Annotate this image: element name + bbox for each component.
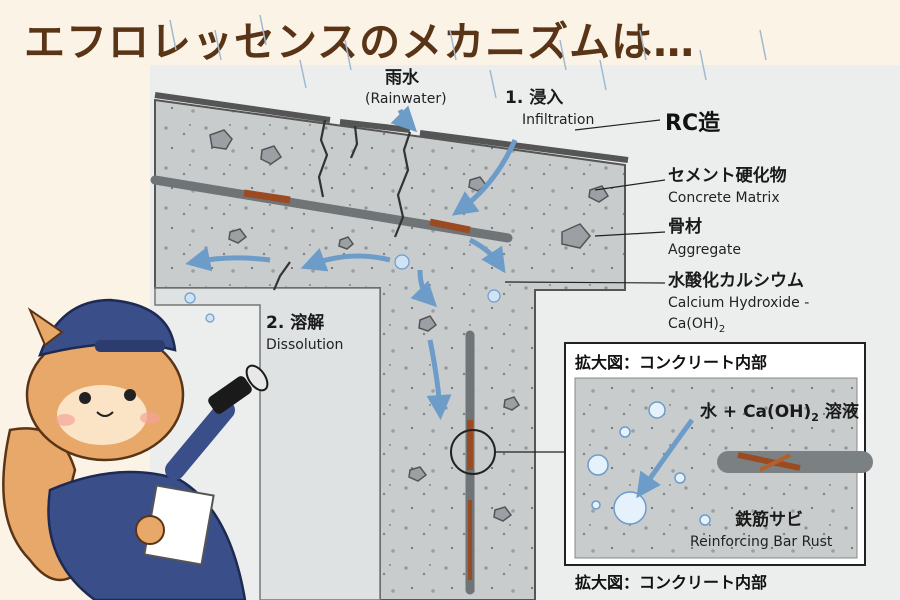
room-opening [154,287,381,600]
calcium-hydroxide-label-en: Calcium Hydroxide - [668,295,809,311]
rebar-rust-label-en: Reinforcing Bar Rust [690,534,833,550]
rebar-rust-label-jp: 鉄筋サビ [735,509,803,530]
dissolution-label-en: Dissolution [266,337,343,353]
rainwater-label-en: (Rainwater) [365,91,447,107]
water-flow-arrows [185,105,518,420]
inset-solution-label: 水 + Ca(OH)2 溶液 [700,401,859,424]
rust-mark [429,218,471,234]
page-title: エフロレッセンスのメカニズムは… [24,18,696,66]
cap-brim [95,340,165,352]
concrete-matrix-label-en: Concrete Matrix [668,190,780,206]
inset-bubbles [587,401,711,526]
calcium-hydroxide-label-jp: 水酸化カルシウム [668,270,804,291]
formula-main: Ca(OH) [668,316,719,332]
rc-structure-label: RC造 [665,111,720,136]
inset-panel: 拡大図：コンクリート内部 水 + Ca(OH)2 溶液 鉄筋サビ Reinfor… [564,342,873,566]
infiltration-label-jp: 1. 浸入 [505,87,563,108]
rust-mark [243,189,291,204]
infiltration-label-en: Infiltration [522,112,594,128]
solution-text-a: 水 + Ca(OH) [700,401,811,422]
solution-text-b: 溶液 [819,401,859,422]
footer-inset-title: 拡大図：コンクリート内部 [575,573,767,592]
calcium-hydroxide-formula: Ca(OH)2 [668,316,725,335]
inset-flow-arrow [636,418,695,499]
inset-title: 拡大図：コンクリート内部 [575,353,767,372]
cracks [272,119,412,291]
squirrel-inspector-character [2,298,269,600]
rain-streaks [169,14,767,99]
leader-lines [495,119,666,453]
water-droplets [184,254,501,323]
inset-rebar [717,451,873,473]
aggregate-label-jp: 骨材 [668,216,702,237]
aggregate-label-en: Aggregate [668,242,741,258]
flashlight-icon [208,364,269,414]
concrete-matrix-label-jp: セメント硬化物 [668,165,787,186]
formula-subscript: 2 [719,324,725,335]
dissolution-label-jp: 2. 溶解 [266,312,324,333]
solution-subscript: 2 [811,411,819,424]
magnify-circle [450,429,496,475]
rainwater-label-jp: 雨水 [385,67,420,88]
aggregate-stones [209,129,610,522]
